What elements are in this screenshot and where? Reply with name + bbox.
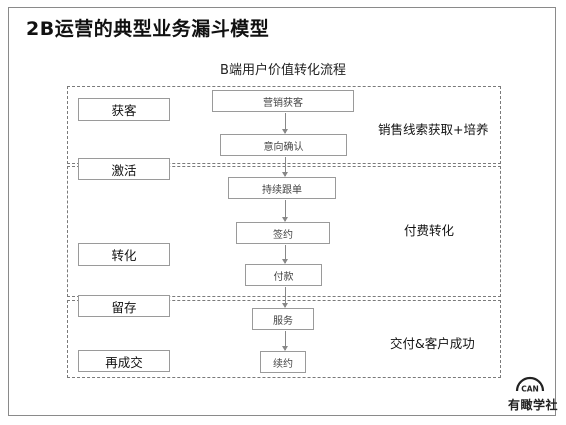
zone-label-leads: 销售线索获取+培养 <box>378 122 489 137</box>
zone-delivery <box>67 300 501 378</box>
stage-repurchase: 再成交 <box>78 350 170 372</box>
step-intent: 意向确认 <box>220 134 347 156</box>
can-logo-icon: CAN <box>515 376 545 394</box>
arrow-followup-to-contract <box>282 200 288 222</box>
logo-wordmark: 有瞰学社 <box>508 398 559 412</box>
step-renewal: 续约 <box>260 351 306 373</box>
zone-label-paid: 付费转化 <box>404 223 455 238</box>
stage-acquire: 获客 <box>78 98 170 121</box>
arrow-marketing-to-intent <box>282 113 288 134</box>
step-followup: 持续跟单 <box>228 177 336 199</box>
slide-title: 2B运营的典型业务漏斗模型 <box>26 18 270 40</box>
stage-retain: 留存 <box>78 295 170 317</box>
step-payment: 付款 <box>245 264 322 286</box>
zone-label-delivery: 交付&客户成功 <box>390 336 475 351</box>
zone-paid <box>67 166 501 297</box>
stage-activate: 激活 <box>78 158 170 180</box>
step-marketing: 营销获客 <box>212 90 354 112</box>
step-contract: 签约 <box>236 222 330 244</box>
zone-leads <box>67 86 501 164</box>
step-service: 服务 <box>252 308 314 330</box>
slide-frame <box>8 7 556 416</box>
arrow-service-to-renewal <box>282 331 288 351</box>
diagram-subtitle: B端用户价值转化流程 <box>220 63 346 78</box>
arrow-contract-to-payment <box>282 245 288 264</box>
arrow-intent-to-followup <box>282 157 288 177</box>
svg-text:CAN: CAN <box>521 385 539 394</box>
stage-convert: 转化 <box>78 243 170 266</box>
arrow-payment-to-service <box>282 287 288 308</box>
